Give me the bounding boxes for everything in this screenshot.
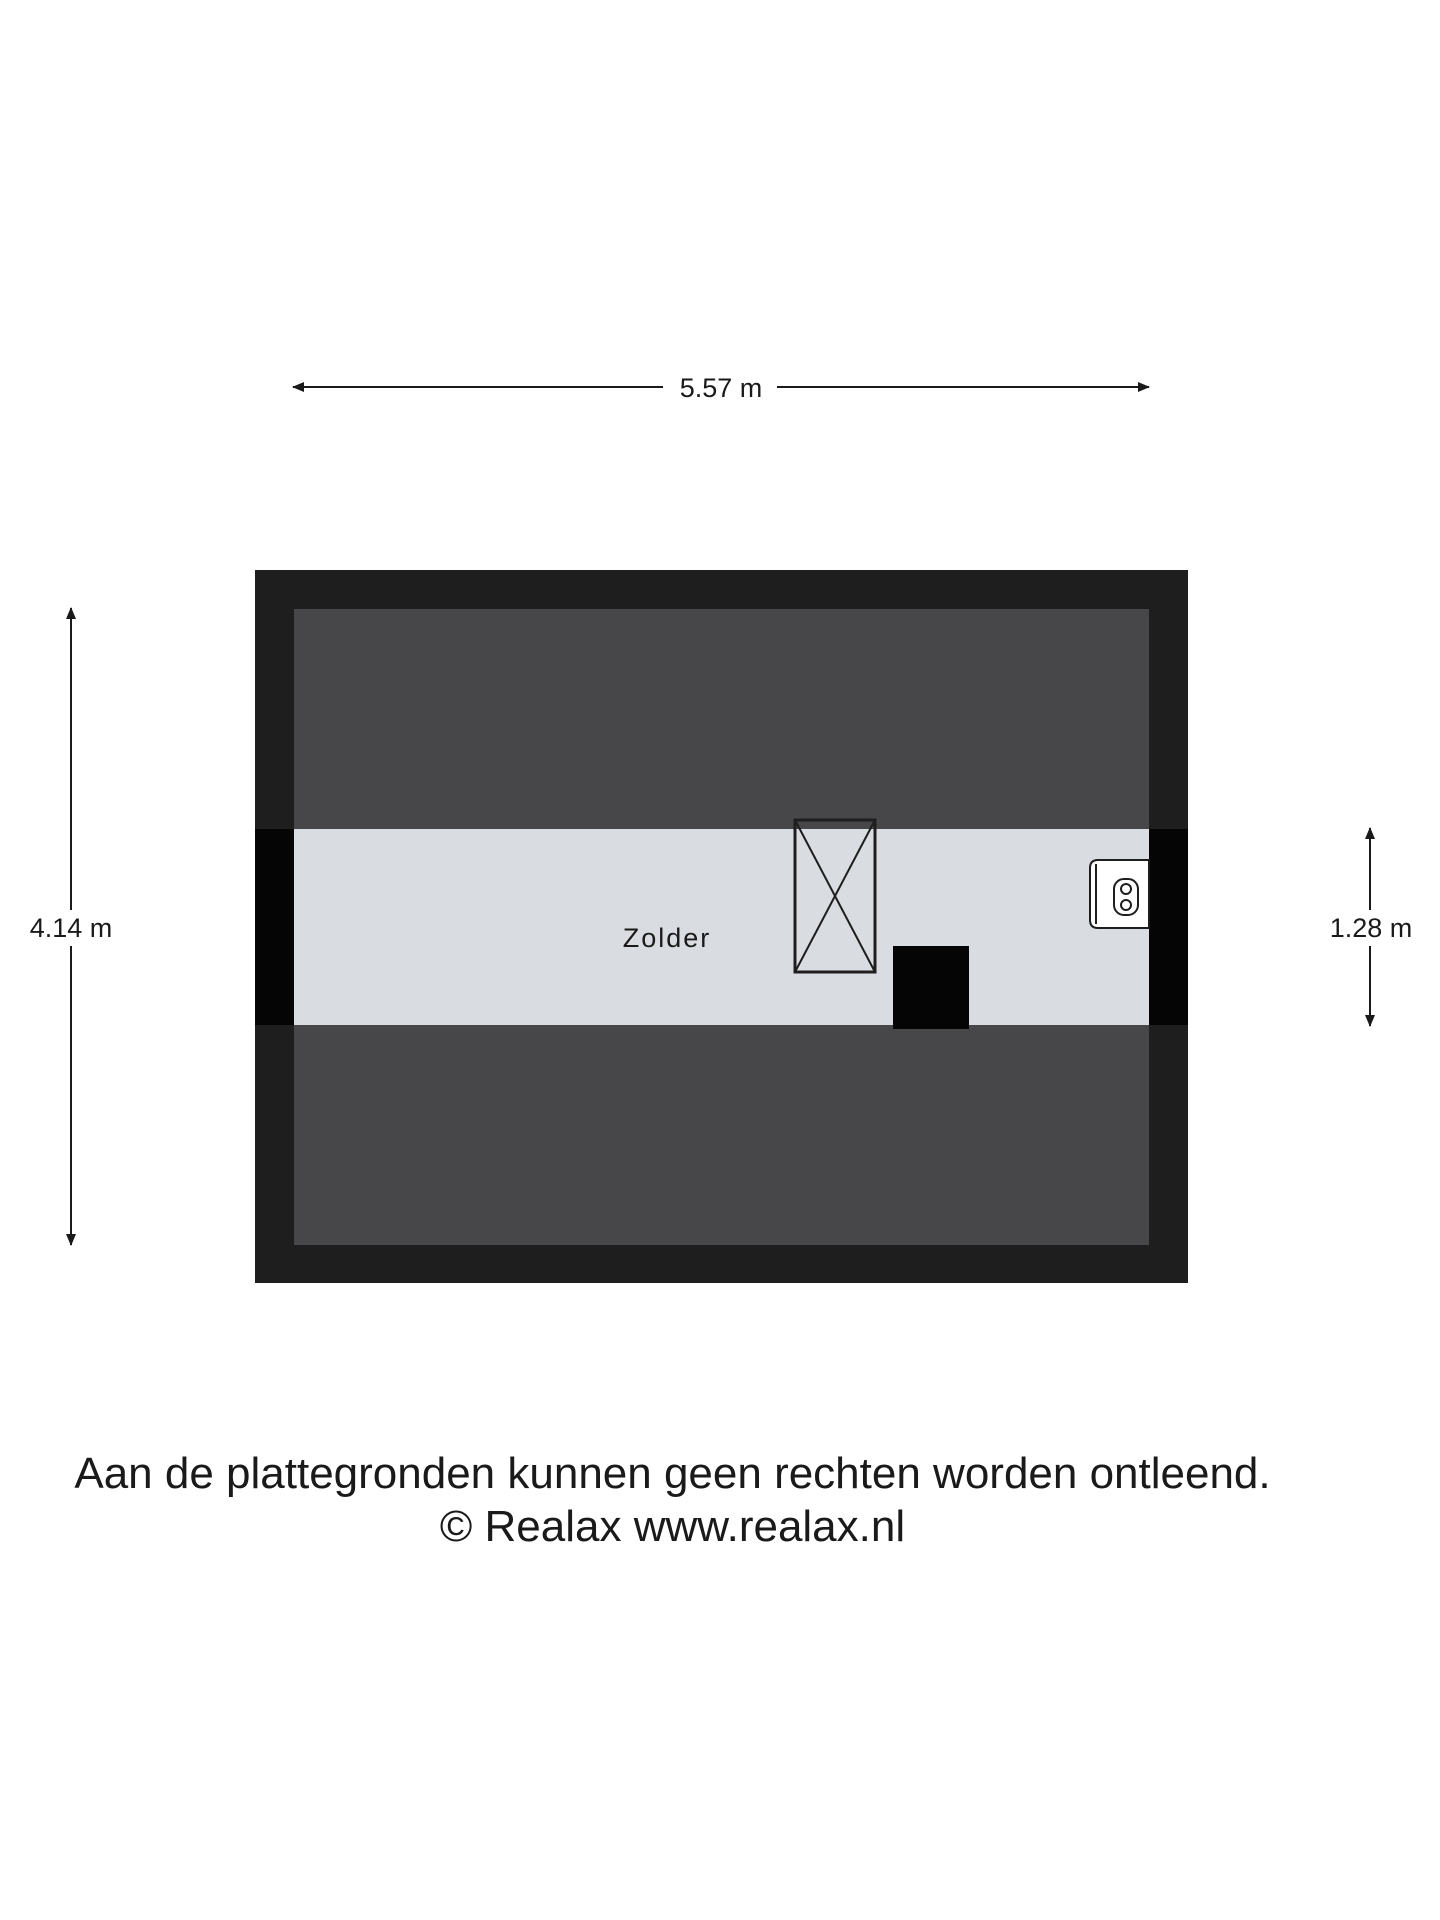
boiler-knob-top bbox=[1120, 883, 1132, 895]
low-ceiling-zone-bottom bbox=[294, 1025, 1149, 1245]
chimney-block bbox=[893, 946, 969, 1029]
wall-right-dormer bbox=[1149, 829, 1188, 1025]
height-dimension: 4.14 m bbox=[30, 607, 113, 1246]
footer-copyright: © Realax www.realax.nl bbox=[439, 1502, 906, 1551]
room-label-zolder: Zolder bbox=[623, 923, 712, 953]
building: Zolder bbox=[255, 570, 1188, 1283]
strip-height-dimension: 1.28 m bbox=[1330, 827, 1413, 1027]
height-dimension-label: 4.14 m bbox=[30, 913, 113, 943]
low-ceiling-zone-top bbox=[294, 609, 1149, 829]
stair-opening-outline bbox=[793, 818, 877, 974]
boiler-knob-bottom bbox=[1120, 899, 1132, 911]
stair-opening-cross-b bbox=[794, 819, 876, 973]
stair-opening bbox=[793, 818, 877, 974]
boiler-body bbox=[1089, 859, 1150, 929]
wall-left-dormer bbox=[255, 829, 294, 1025]
width-dimension: 5.57 m bbox=[292, 373, 1150, 403]
width-dimension-label: 5.57 m bbox=[680, 373, 763, 403]
footer-disclaimer: Aan de plattegronden kunnen geen rechten… bbox=[74, 1449, 1271, 1498]
room-floor-zolder bbox=[294, 829, 1149, 1025]
boiler-icon bbox=[1089, 859, 1150, 929]
boiler-outlet bbox=[1113, 878, 1139, 916]
strip-dimension-label: 1.28 m bbox=[1330, 913, 1413, 943]
